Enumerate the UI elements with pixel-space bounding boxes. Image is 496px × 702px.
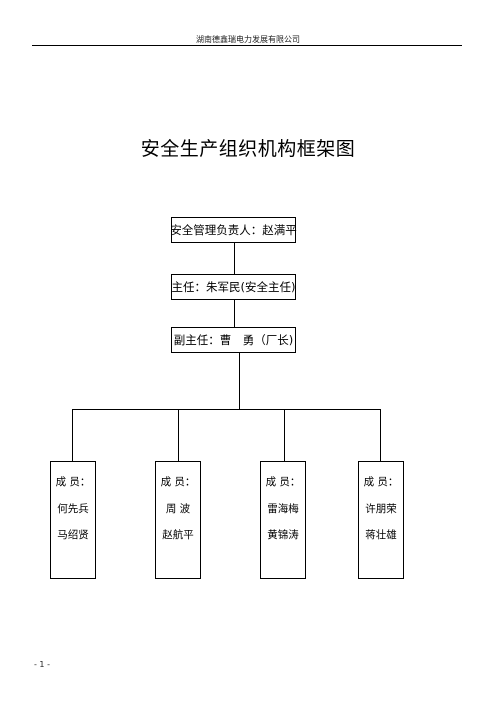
member-name: 周 波 — [165, 503, 191, 515]
member-name: 马绍贤 — [57, 529, 89, 541]
connector-line — [234, 300, 235, 327]
member-label: 成 员： — [363, 476, 399, 488]
member-name: 何先兵 — [57, 503, 89, 515]
chart-title: 安全生产组织机构框架图 — [140, 138, 356, 160]
connector-line — [234, 243, 235, 274]
page-header: 湖南德鑫瑞电力发展有限公司 — [196, 35, 300, 44]
director-label: 主任：朱军民(安全主任) — [171, 280, 296, 294]
branch-line — [380, 409, 381, 461]
branch-bar — [72, 409, 381, 410]
member-name: 蒋壮雄 — [365, 529, 397, 541]
member-label: 成 员： — [55, 476, 91, 488]
member-box-4: 成 员： 许朋荣 蒋壮雄 — [358, 461, 404, 579]
member-box-3: 成 员： 雷海梅 黄锦涛 — [260, 461, 306, 579]
member-box-1: 成 员： 何先兵 马绍贤 — [50, 461, 96, 579]
member-label: 成 员： — [265, 476, 301, 488]
member-name: 雷海梅 — [267, 503, 299, 515]
deputy-director-label: 副主任：曹 勇（厂长) — [173, 333, 294, 347]
branch-line — [72, 409, 73, 461]
member-name: 黄锦涛 — [267, 529, 299, 541]
branch-line — [284, 409, 285, 461]
trunk-line — [239, 353, 240, 410]
member-name: 赵航平 — [162, 529, 194, 541]
safety-manager-label: 安全管理负责人：赵满平 — [170, 223, 297, 237]
branch-line — [178, 409, 179, 461]
org-box-director: 主任：朱军民(安全主任) — [171, 274, 296, 300]
org-box-deputy-director: 副主任：曹 勇（厂长) — [171, 327, 296, 353]
header-rule — [32, 45, 462, 46]
member-label: 成 员： — [160, 476, 196, 488]
page-number: - 1 - — [34, 660, 50, 669]
member-name: 许朋荣 — [365, 503, 397, 515]
org-box-safety-manager: 安全管理负责人：赵满平 — [170, 217, 297, 243]
member-box-2: 成 员： 周 波 赵航平 — [155, 461, 201, 579]
